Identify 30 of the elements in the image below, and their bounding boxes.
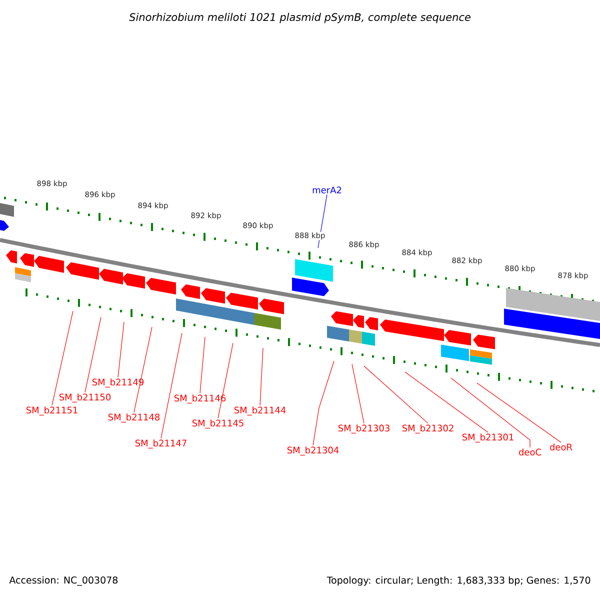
gene-label: SM_b21303 [338, 424, 390, 434]
gene-label: deoC [518, 448, 542, 456]
leader-line [200, 336, 206, 394]
leader-line [160, 332, 182, 439]
gene-label: deoR [550, 444, 572, 450]
title: Sinorhizobium meliloti 1021 plasmid pSymB, complete sequence [129, 12, 470, 24]
gene-label: SM_b21301 [462, 434, 514, 442]
leader-line [218, 342, 234, 419]
summary-text: Topology: circular; Length: 1,683,333 bp; Genes: 1,570 [326, 576, 590, 586]
leader-line [84, 316, 102, 393]
accession-text: Accession: NC_003078 [9, 576, 118, 586]
leader-line [260, 348, 264, 406]
leader-line [52, 310, 74, 406]
gene-label: SM_b21144 [234, 406, 286, 416]
leader-line [118, 322, 124, 378]
gene-label: SM_b21151 [26, 406, 78, 416]
leader-line [134, 326, 152, 413]
leader-line [450, 378, 530, 448]
leader-line [364, 366, 428, 424]
leader-line [312, 360, 334, 446]
gene-label: SM_b21145 [192, 420, 244, 428]
gene-label: SM_b21302 [402, 424, 454, 434]
gene-label: SM_b21148 [108, 414, 160, 422]
gene-label: SM_b21304 [287, 446, 339, 456]
gene-label: merA2 [312, 186, 342, 194]
leader-line [404, 372, 488, 433]
leader-line [352, 364, 364, 424]
gene-label: SM_b21147 [135, 440, 186, 448]
gene-label: SM_b21150 [59, 394, 111, 402]
leader-line [476, 382, 562, 443]
